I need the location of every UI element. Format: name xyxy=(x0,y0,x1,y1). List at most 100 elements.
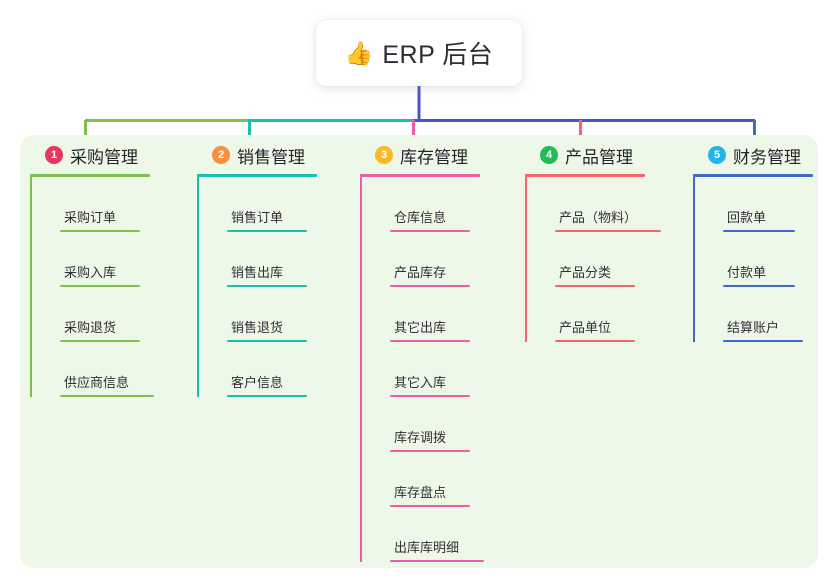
menu-item[interactable]: 销售订单 xyxy=(227,177,317,232)
menu-item[interactable]: 产品（物料） xyxy=(555,177,661,232)
menu-item-label: 结算账户 xyxy=(727,320,780,335)
branch-items-2: 销售订单销售出库销售退货客户信息 xyxy=(197,177,317,397)
branch-items-5: 回款单付款单结算账户 xyxy=(693,177,813,342)
menu-item-label: 库存盘点 xyxy=(394,485,447,500)
menu-item-underline xyxy=(555,285,635,287)
menu-item-underline xyxy=(723,340,803,342)
branch-underline-5 xyxy=(693,174,813,177)
branch-underline-1 xyxy=(30,174,150,177)
menu-item-underline xyxy=(555,340,635,342)
menu-item-underline xyxy=(723,285,795,287)
menu-item[interactable]: 回款单 xyxy=(723,177,813,232)
branch-items-1: 采购订单采购入库采购退货供应商信息 xyxy=(30,177,154,397)
menu-item-label: 付款单 xyxy=(727,265,767,280)
menu-item-underline xyxy=(723,230,795,232)
thumbs-up-icon: 👍 xyxy=(344,39,374,66)
menu-item[interactable]: 结算账户 xyxy=(723,287,813,342)
branch-column-3: 3 库存管理仓库信息产品库存其它出库其它入库库存调拨库存盘点出库库明细 xyxy=(355,142,484,562)
menu-item-underline xyxy=(227,285,307,287)
branch-header-3[interactable]: 3 库存管理 xyxy=(355,142,484,168)
menu-item-underline xyxy=(390,340,470,342)
root-node-title: ERP 后台 xyxy=(382,41,494,69)
menu-item-label: 采购入库 xyxy=(64,265,117,280)
branch-header-4[interactable]: 4 产品管理 xyxy=(520,142,661,168)
menu-item[interactable]: 采购退货 xyxy=(60,287,154,342)
menu-item[interactable]: 供应商信息 xyxy=(60,342,154,397)
menu-item[interactable]: 采购入库 xyxy=(60,232,154,287)
menu-item-label: 仓库信息 xyxy=(394,210,447,225)
branch-title-1: 采购管理 xyxy=(70,147,138,167)
menu-item-label: 销售出库 xyxy=(231,265,284,280)
branch-column-5: 5 财务管理回款单付款单结算账户 xyxy=(688,142,813,342)
menu-item[interactable]: 采购订单 xyxy=(60,177,154,232)
menu-item-underline xyxy=(390,230,470,232)
menu-item-label: 出库库明细 xyxy=(394,540,460,555)
menu-item-label: 其它出库 xyxy=(394,320,447,335)
menu-item[interactable]: 销售退货 xyxy=(227,287,317,342)
menu-item[interactable]: 库存调拨 xyxy=(390,397,484,452)
branch-items-3: 仓库信息产品库存其它出库其它入库库存调拨库存盘点出库库明细 xyxy=(360,177,484,562)
branch-underline-3 xyxy=(360,174,480,177)
menu-item-label: 采购退货 xyxy=(64,320,117,335)
branch-title-3: 库存管理 xyxy=(400,147,468,167)
menu-item-underline xyxy=(60,340,140,342)
root-node-card[interactable]: 👍 ERP 后台 xyxy=(316,20,522,86)
menu-item-label: 供应商信息 xyxy=(64,375,130,390)
menu-item[interactable]: 库存盘点 xyxy=(390,452,484,507)
menu-item-underline xyxy=(227,340,307,342)
menu-item-label: 产品分类 xyxy=(559,265,612,280)
menu-item-label: 采购订单 xyxy=(64,210,117,225)
menu-item[interactable]: 客户信息 xyxy=(227,342,317,397)
menu-item-underline xyxy=(227,230,307,232)
menu-item[interactable]: 销售出库 xyxy=(227,232,317,287)
menu-item-label: 产品单位 xyxy=(559,320,612,335)
branch-column-1: 1 采购管理采购订单采购入库采购退货供应商信息 xyxy=(25,142,154,397)
menu-item-label: 产品库存 xyxy=(394,265,447,280)
menu-item-label: 销售订单 xyxy=(231,210,284,225)
branch-title-4: 产品管理 xyxy=(565,147,633,167)
menu-item-underline xyxy=(60,395,154,397)
menu-item[interactable]: 仓库信息 xyxy=(390,177,484,232)
menu-item[interactable]: 出库库明细 xyxy=(390,507,484,562)
menu-item-underline xyxy=(60,285,140,287)
branch-column-2: 2 销售管理销售订单销售出库销售退货客户信息 xyxy=(192,142,317,397)
branch-items-4: 产品（物料） 产品分类产品单位 xyxy=(525,177,661,342)
menu-item-label: 产品（物料） xyxy=(559,210,638,225)
menu-item[interactable]: 其它出库 xyxy=(390,287,484,342)
branch-badge-5: 5 xyxy=(708,146,726,164)
branch-trunk-line-2 xyxy=(197,177,199,397)
branch-trunk-line-3 xyxy=(360,177,362,562)
branch-title-2: 销售管理 xyxy=(237,147,305,167)
branch-underline-2 xyxy=(197,174,317,177)
branch-badge-1: 1 xyxy=(45,146,63,164)
branch-header-5[interactable]: 5 财务管理 xyxy=(688,142,813,168)
menu-item-underline xyxy=(390,285,470,287)
menu-item[interactable]: 其它入库 xyxy=(390,342,484,397)
branch-trunk-line-1 xyxy=(30,177,32,397)
branch-header-2[interactable]: 2 销售管理 xyxy=(192,142,317,168)
branch-underline-4 xyxy=(525,174,645,177)
branch-header-1[interactable]: 1 采购管理 xyxy=(25,142,154,168)
branch-trunk-line-5 xyxy=(693,177,695,342)
menu-item[interactable]: 付款单 xyxy=(723,232,813,287)
branch-trunk-line-4 xyxy=(525,177,527,342)
menu-item-underline xyxy=(390,505,470,507)
branch-badge-3: 3 xyxy=(375,146,393,164)
menu-item-label: 销售退货 xyxy=(231,320,284,335)
diagram-panel xyxy=(20,135,818,568)
branch-badge-2: 2 xyxy=(212,146,230,164)
menu-item-underline xyxy=(390,560,484,562)
menu-item-label: 回款单 xyxy=(727,210,767,225)
menu-item[interactable]: 产品单位 xyxy=(555,287,661,342)
menu-item-underline xyxy=(227,395,307,397)
menu-item[interactable]: 产品分类 xyxy=(555,232,661,287)
menu-item-underline xyxy=(60,230,140,232)
branch-title-5: 财务管理 xyxy=(733,147,801,167)
menu-item-underline xyxy=(555,230,661,232)
menu-item[interactable]: 产品库存 xyxy=(390,232,484,287)
branch-column-4: 4 产品管理产品（物料） 产品分类产品单位 xyxy=(520,142,661,342)
branch-badge-4: 4 xyxy=(540,146,558,164)
menu-item-underline xyxy=(390,450,470,452)
menu-item-label: 其它入库 xyxy=(394,375,447,390)
